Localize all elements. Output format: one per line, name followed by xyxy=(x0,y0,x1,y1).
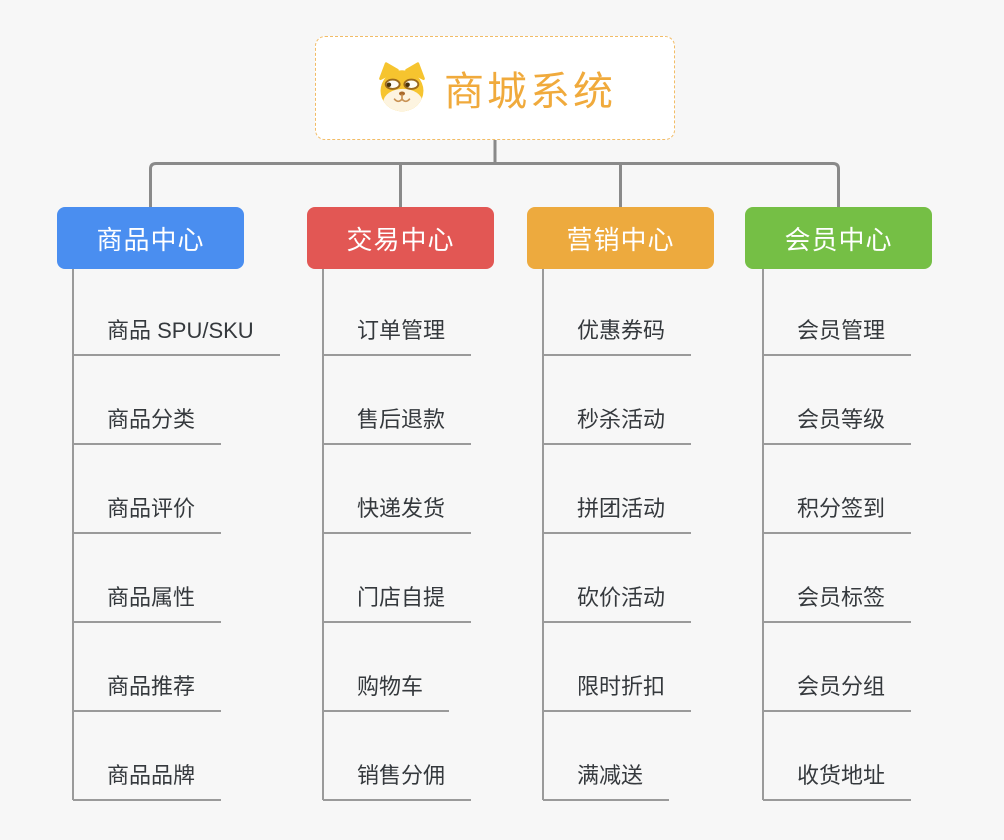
child-node[interactable]: 收货地址 xyxy=(763,761,912,801)
child-node[interactable]: 会员管理 xyxy=(763,316,912,356)
branch-node-marketing-center[interactable]: 营销中心 xyxy=(527,207,714,269)
branch-label: 营销中心 xyxy=(566,224,675,255)
branch-children-member-center: 会员管理 会员等级 积分签到 会员标签 会员分组 收货地址 xyxy=(763,269,998,809)
dog-icon xyxy=(379,62,425,112)
branch-label: 商品中心 xyxy=(96,224,205,255)
child-node[interactable]: 销售分佣 xyxy=(323,761,472,801)
branch-children-marketing-center: 优惠券码 秒杀活动 拼团活动 砍价活动 限时折扣 满减送 xyxy=(543,269,778,809)
branch-node-trade-center[interactable]: 交易中心 xyxy=(307,207,494,269)
branch-label: 交易中心 xyxy=(346,224,455,255)
child-node[interactable]: 限时折扣 xyxy=(543,672,692,712)
child-node[interactable]: 秒杀活动 xyxy=(543,405,692,445)
branch-label: 会员中心 xyxy=(784,224,893,255)
branch-node-member-center[interactable]: 会员中心 xyxy=(745,207,932,269)
bus-line xyxy=(149,162,840,207)
child-node[interactable]: 拼团活动 xyxy=(543,494,692,534)
child-node[interactable]: 商品评价 xyxy=(73,494,222,534)
branch-children-product-center: 商品 SPU/SKU 商品分类 商品评价 商品属性 商品推荐 商品品牌 xyxy=(73,269,308,809)
root-title: 商城系统 xyxy=(444,70,616,114)
child-node[interactable]: 商品品牌 xyxy=(73,761,222,801)
child-node[interactable]: 会员分组 xyxy=(763,672,912,712)
child-node[interactable]: 优惠券码 xyxy=(543,316,692,356)
child-node[interactable]: 商品推荐 xyxy=(73,672,222,712)
branch-children-trade-center: 订单管理 售后退款 快递发货 门店自提 购物车 销售分佣 xyxy=(323,269,558,809)
child-node[interactable]: 会员标签 xyxy=(763,583,912,623)
child-node[interactable]: 购物车 xyxy=(323,672,450,712)
child-node[interactable]: 订单管理 xyxy=(323,316,472,356)
branch-node-product-center[interactable]: 商品中心 xyxy=(57,207,244,269)
child-node[interactable]: 积分签到 xyxy=(763,494,912,534)
root-node[interactable]: 商城系统 xyxy=(315,36,675,140)
child-node[interactable]: 商品分类 xyxy=(73,405,222,445)
child-node[interactable]: 快递发货 xyxy=(323,494,472,534)
child-node[interactable]: 满减送 xyxy=(543,761,670,801)
child-node[interactable]: 售后退款 xyxy=(323,405,472,445)
child-node[interactable]: 门店自提 xyxy=(323,583,472,623)
child-node[interactable]: 会员等级 xyxy=(763,405,912,445)
child-node[interactable]: 砍价活动 xyxy=(543,583,692,623)
child-node[interactable]: 商品属性 xyxy=(73,583,222,623)
child-node[interactable]: 商品 SPU/SKU xyxy=(73,316,280,356)
